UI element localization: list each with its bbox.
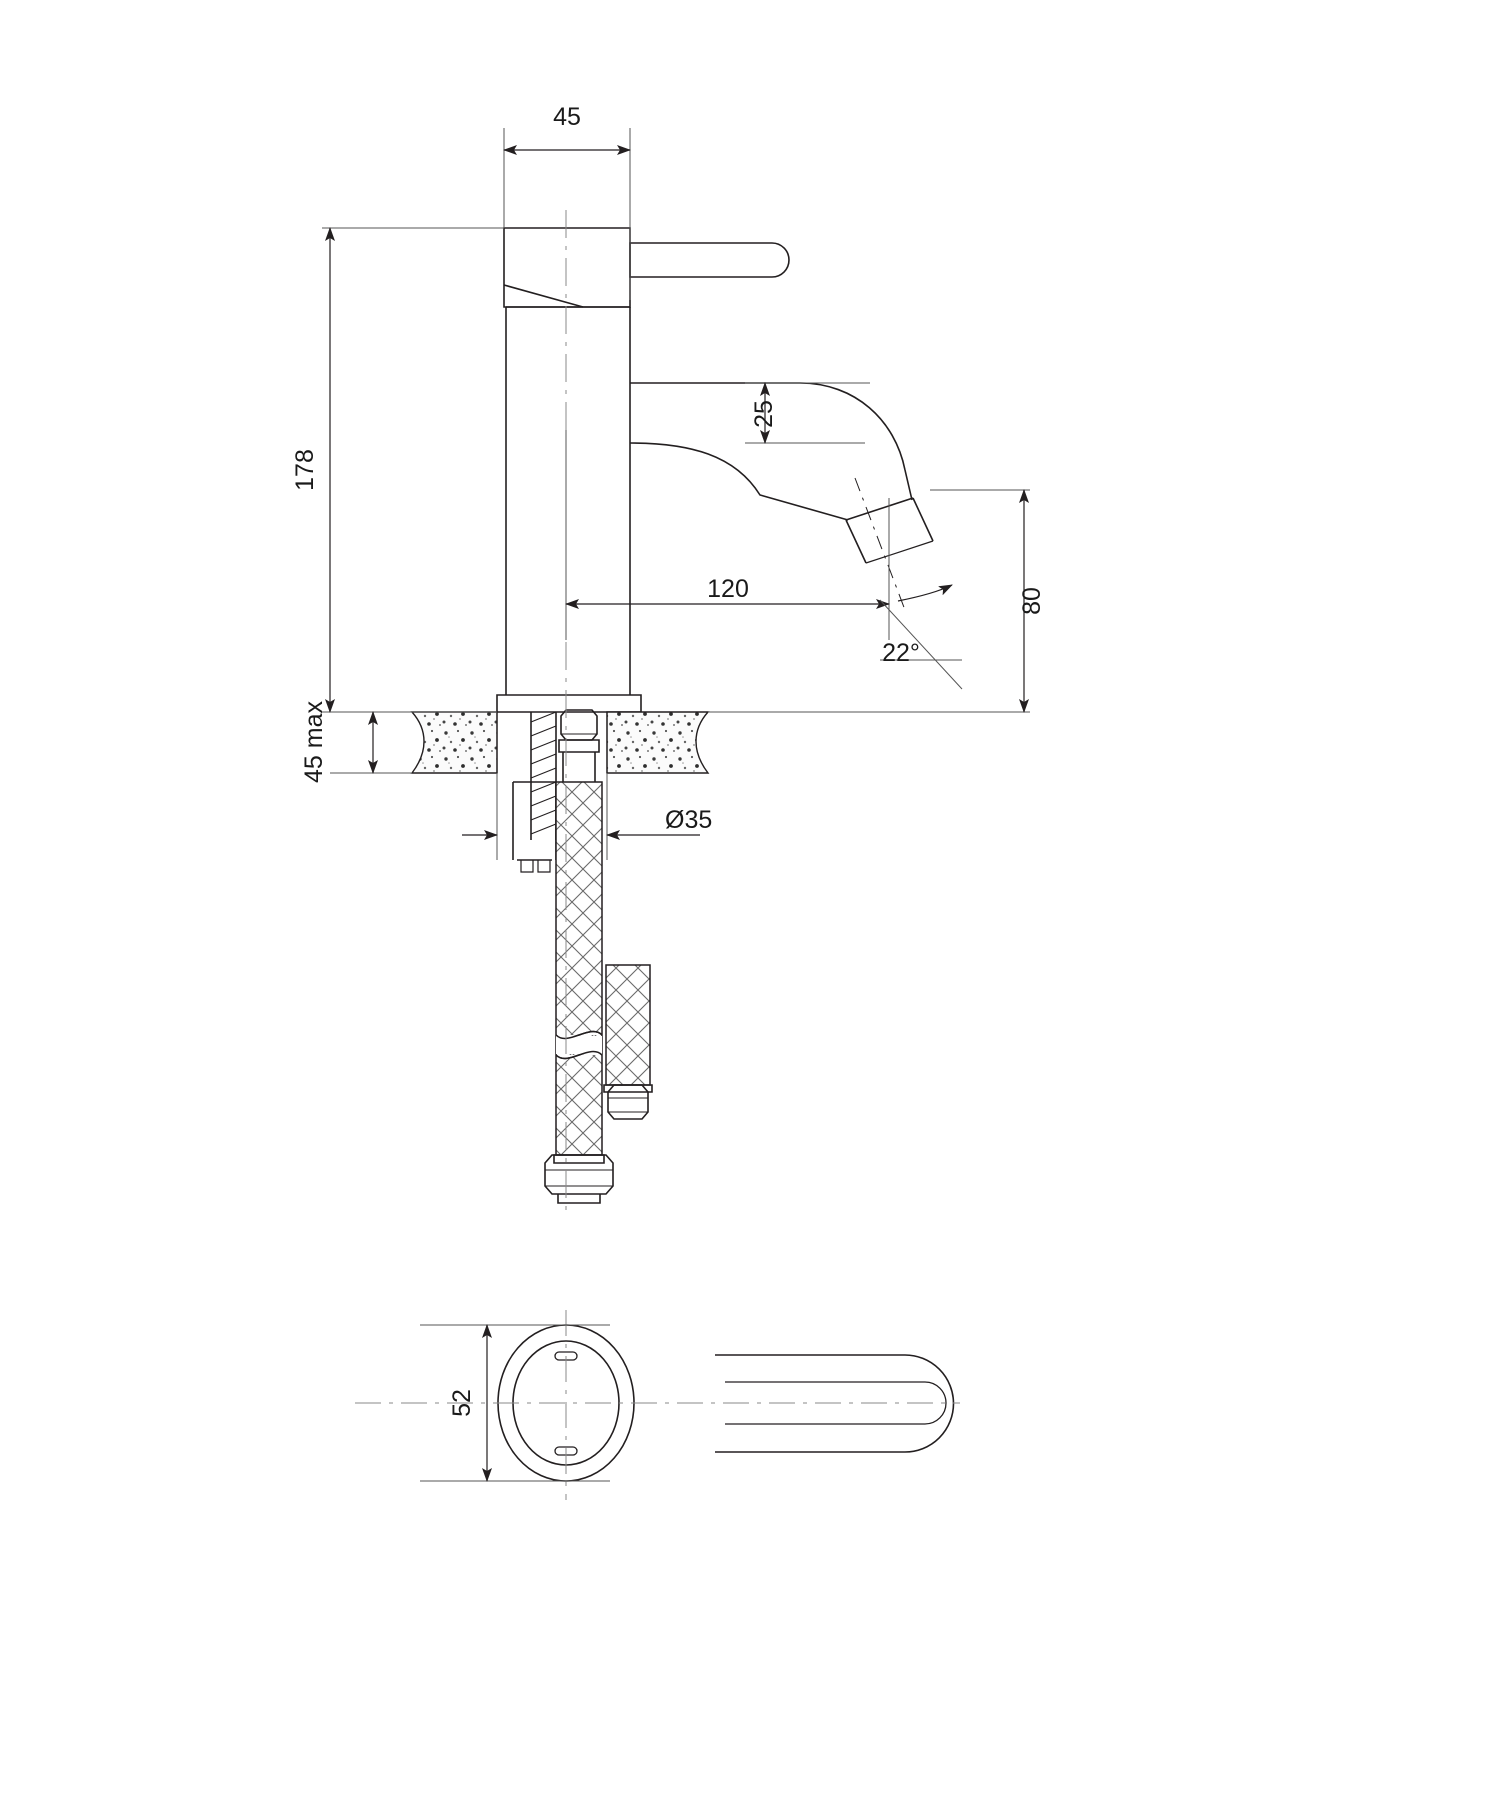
dimension-label-handle-width: 45 xyxy=(553,103,581,131)
dimension-label-handle-plan-diameter: 52 xyxy=(448,1389,476,1417)
screw-slot-bottom xyxy=(554,1446,578,1456)
dimension-handle-plan-diameter xyxy=(420,1324,610,1482)
dimension-aerator-angle xyxy=(879,584,963,690)
top-plan-view xyxy=(355,1310,960,1500)
dimension-deck-thickness xyxy=(330,711,412,774)
dimension-label-mounting-hole: Ø35 xyxy=(665,806,712,834)
front-elevation-view xyxy=(410,210,934,1215)
dimension-label-total-height: 178 xyxy=(291,449,319,491)
body-column xyxy=(505,306,631,695)
dimension-handle-width xyxy=(503,128,631,300)
spout xyxy=(629,382,914,521)
handle-lever xyxy=(629,242,790,278)
countertop-slab xyxy=(410,711,710,774)
dimension-spout-diameter xyxy=(745,382,870,444)
hose-nut-main xyxy=(544,1154,614,1204)
dimension-spout-height xyxy=(708,489,1030,713)
dimension-label-deck-thickness: 45 max xyxy=(300,701,328,783)
screw-slot-top xyxy=(554,1351,578,1361)
dimension-label-spout-diameter: 25 xyxy=(750,400,778,428)
dimension-mounting-hole xyxy=(462,773,700,860)
handle-hub xyxy=(503,227,631,308)
dimension-label-spout-height: 80 xyxy=(1018,587,1046,615)
dimension-label-spout-reach: 120 xyxy=(707,575,749,603)
dimension-spout-reach xyxy=(565,430,890,640)
mounting-nut xyxy=(558,709,600,790)
aerator-outlet xyxy=(845,477,934,611)
dimension-label-aerator-angle: 22° xyxy=(882,639,920,667)
dimension-total-height xyxy=(322,227,504,713)
hose-nut-secondary xyxy=(603,1084,653,1120)
threaded-shank xyxy=(530,711,557,840)
braided-hose-main xyxy=(555,781,603,1156)
braided-hose-secondary xyxy=(605,964,651,1086)
